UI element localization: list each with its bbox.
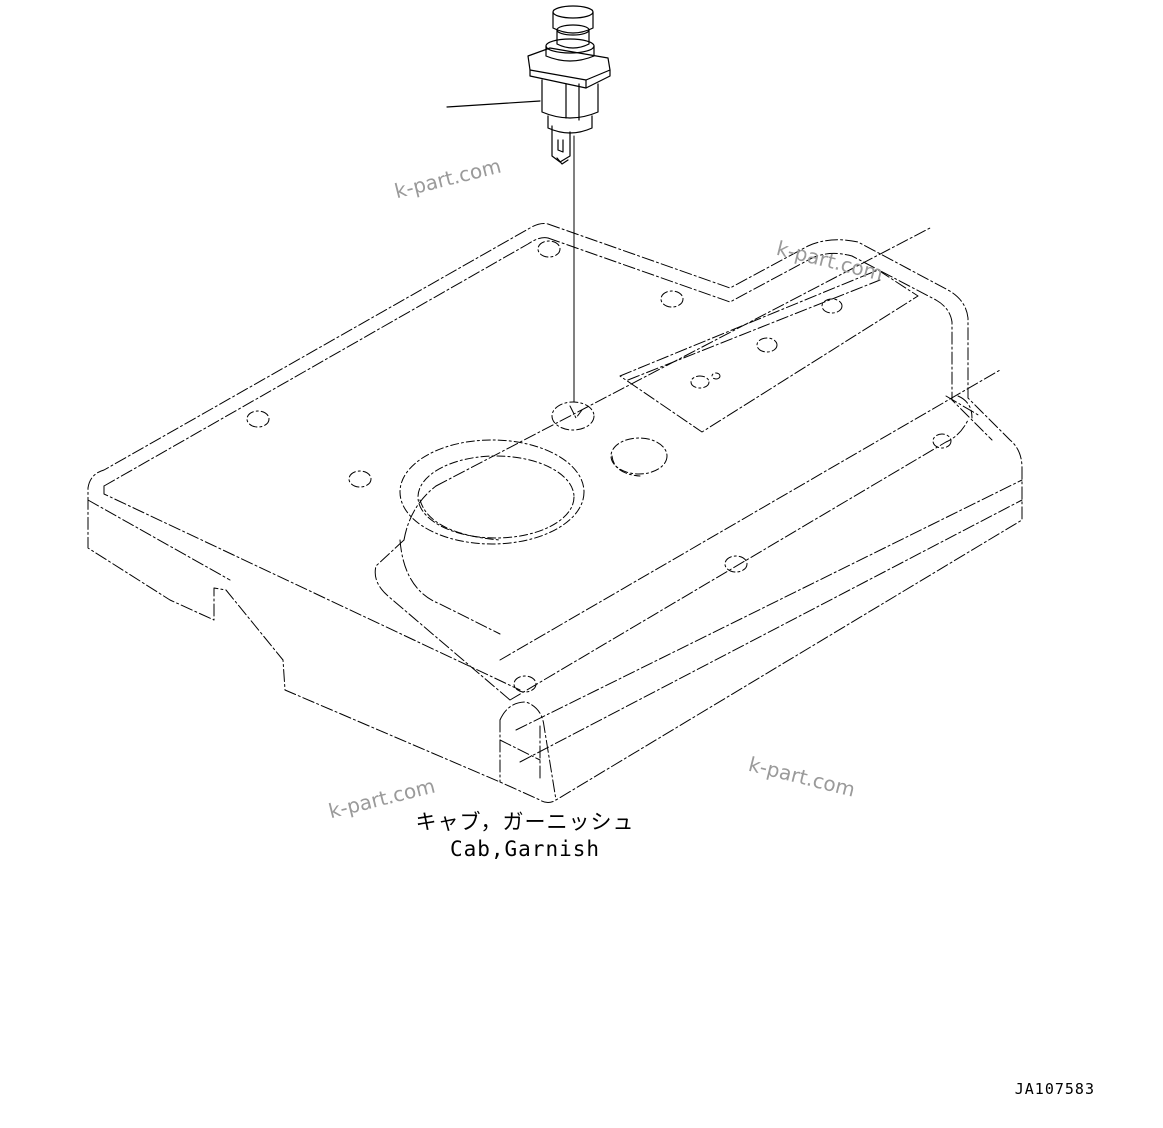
cab-garnish-panel <box>87 223 1023 803</box>
panel-holes <box>246 240 952 693</box>
part-caption-english: Cab,Garnish <box>449 837 601 861</box>
switch-part <box>446 5 611 403</box>
figure-number: JA107583 <box>1014 1080 1095 1098</box>
part-caption-japanese: キャブ，ガーニッシュ <box>415 810 635 834</box>
